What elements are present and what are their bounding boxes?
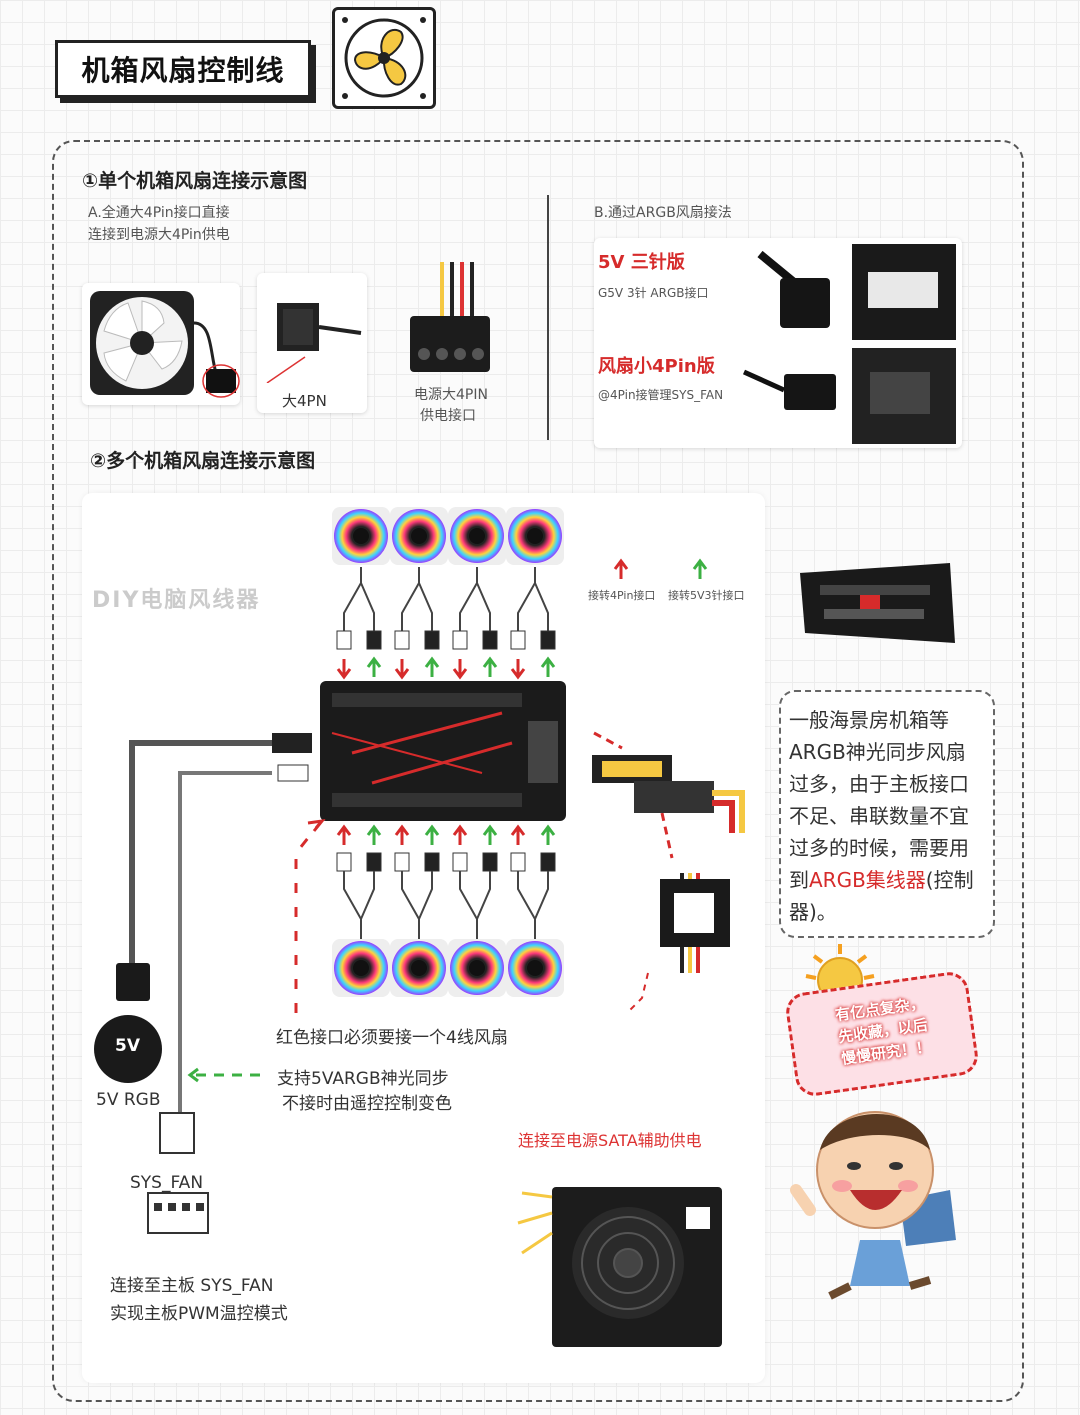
section2-title: ②多个机箱风扇连接示意图 [90,450,316,472]
panel-row1-sub: G5V 3针 ARGB接口 [598,286,709,300]
psu-label-line2: 供电接口 [420,408,476,424]
fan-icon [332,7,436,109]
panel-row2-sub: @4Pin接管理SYS_FAN [598,388,724,402]
section1-title: ①单个机箱风扇连接示意图 [82,170,308,192]
argb-hub-board [320,681,566,821]
note-text-highlight: ARGB集线器 [809,868,926,892]
b-caption: B.通过ARGB风扇接法 [594,205,732,221]
sync-note-line1: 支持5VARGB神光同步 [277,1069,449,1089]
5v-rgb-badge [94,1015,162,1083]
a-caption-line2: 连接到电源大4Pin供电 [88,227,230,243]
big-4pin-connector-photo [257,273,367,413]
legend-red: 接转4Pin接口 [588,589,656,602]
psu-molex-connector [396,258,506,388]
note-text-before: 一般海景房机箱等ARGB神光同步风扇过多，由于主板接口不足、串联数量不宜过多的时… [789,708,969,892]
sata-note: 连接至电源SATA辅助供电 [518,1131,702,1150]
5v-badge-text: 5V [115,1036,140,1056]
legend-green: 接转5V3针接口 [668,589,745,602]
panel-row2-title: 风扇小4Pin版 [598,356,715,377]
a-caption-line1: A.全通大4Pin接口直接 [88,205,230,221]
case-fan-photo [82,283,240,405]
argb-connection-panel: 5V 三针版 G5V 3针 ARGB接口 风扇小4Pin版 @4Pin接管理SY… [594,238,962,448]
note-text-after: (控制器)。 [789,868,974,924]
content-frame [52,140,1024,1402]
sysfan-label: SYS_FAN [130,1173,204,1193]
top-fan-row [332,507,564,565]
sync-note-line2: 不接时由遥控控制变色 [282,1094,452,1114]
hub-photo [790,553,960,653]
bottom-fan-row [332,939,564,997]
cartoon-boy-illustration [790,1090,970,1305]
sysfan-note-line1: 连接至主板 SYS_FAN [110,1276,274,1296]
page-title: 机箱风扇控制线 [55,40,311,98]
big4pin-label: 大4PN [282,392,327,410]
red-port-note: 红色接口必须要接一个4线风扇 [276,1028,508,1048]
panel-row1-title: 5V 三针版 [598,252,685,273]
sysfan-note-line2: 实现主板PWM温控模式 [110,1304,288,1324]
section-divider [547,195,549,440]
info-note: 一般海景房机箱等ARGB神光同步风扇过多，由于主板接口不足、串联数量不宜过多的时… [779,690,995,938]
watermark-text: DIY电脑风线器 [92,588,261,613]
hub-wiring-diagram [94,507,745,1347]
5v-rgb-label: 5V RGB [96,1090,161,1110]
psu-label-line1: 电源大4PIN [414,387,488,403]
power-supply-unit [517,1187,722,1347]
